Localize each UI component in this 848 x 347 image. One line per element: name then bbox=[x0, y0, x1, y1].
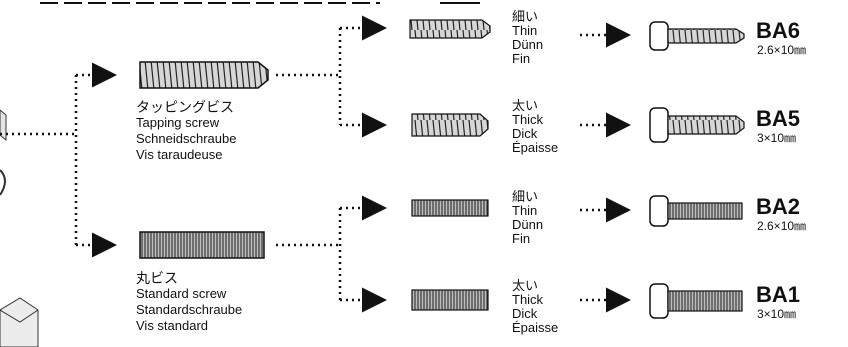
standard-screw-label-ja: 丸ビス bbox=[136, 270, 178, 286]
thick-label-top: 太い Thick Dick Épaisse bbox=[512, 99, 558, 155]
part-ba2-screw bbox=[649, 195, 743, 227]
part-size-ba6: 2.6×10㎜ bbox=[757, 43, 807, 57]
thin-label-top: 細い Thin Dünn Fin bbox=[512, 10, 543, 66]
thick-standard-shaft bbox=[411, 289, 489, 311]
thick-label-fr: Épaisse bbox=[512, 320, 559, 335]
tapping-screw-label-en: Tapping screw bbox=[136, 115, 220, 130]
part-size-ba1: 3×10㎜ bbox=[757, 307, 797, 321]
thick-label-fr: Épaisse bbox=[512, 140, 559, 155]
thin-label-en: Thin bbox=[512, 203, 538, 218]
tapping-screw-label-fr: Vis taraudeuse bbox=[136, 147, 223, 162]
thin-label-fr: Fin bbox=[512, 51, 531, 66]
thick-label-en: Thick bbox=[512, 112, 544, 127]
part-size-ba5: 3×10㎜ bbox=[757, 131, 797, 145]
standard-screw-label-de: Standardschraube bbox=[136, 302, 243, 317]
tapping-screw-label-ja: タッピングビス bbox=[136, 99, 234, 115]
part-code-ba2: BA2 bbox=[756, 194, 801, 219]
standard-screw-label-fr: Vis standard bbox=[136, 318, 209, 333]
part-ba1-screw bbox=[649, 283, 743, 319]
standard-screw-image bbox=[139, 231, 265, 259]
thin-label-de: Dünn bbox=[512, 217, 544, 232]
thin-label-de: Dünn bbox=[512, 37, 544, 52]
thick-label-ja: 太い bbox=[512, 278, 539, 293]
part-ba5-screw bbox=[649, 107, 745, 143]
tapping-screw-label: タッピングビス Tapping screw Schneidschraube Vi… bbox=[136, 99, 236, 163]
thick-label-de: Dick bbox=[512, 126, 538, 141]
connector-lines bbox=[0, 15, 631, 313]
thick-label-ja: 太い bbox=[512, 98, 539, 113]
standard-screw-label-en: Standard screw bbox=[136, 286, 227, 301]
thin-label-ja: 細い bbox=[512, 189, 539, 204]
thin-label-bottom: 細い Thin Dünn Fin bbox=[512, 190, 543, 246]
thick-tapping-shaft bbox=[411, 113, 489, 137]
standard-screw-label: 丸ビス Standard screw Standardschraube Vis … bbox=[136, 270, 242, 334]
part-code-ba5: BA5 bbox=[756, 106, 801, 131]
left-assembly-fragment bbox=[0, 109, 39, 347]
thin-standard-shaft bbox=[411, 199, 489, 217]
part-size-ba2: 2.6×10㎜ bbox=[757, 219, 807, 233]
thick-label-bottom: 太い Thick Dick Épaisse bbox=[512, 279, 558, 335]
part-code-ba6: BA6 bbox=[756, 18, 801, 43]
thick-label-de: Dick bbox=[512, 306, 538, 321]
tapping-screw-image bbox=[139, 61, 269, 89]
thick-label-en: Thick bbox=[512, 292, 544, 307]
thin-label-en: Thin bbox=[512, 23, 538, 38]
tapping-screw-label-de: Schneidschraube bbox=[136, 131, 237, 146]
thin-label-fr: Fin bbox=[512, 231, 531, 246]
thin-label-ja: 細い bbox=[512, 9, 539, 24]
part-code-ba1: BA1 bbox=[756, 282, 801, 307]
thin-tapping-shaft bbox=[409, 19, 491, 39]
part-ba6-screw bbox=[649, 21, 745, 51]
